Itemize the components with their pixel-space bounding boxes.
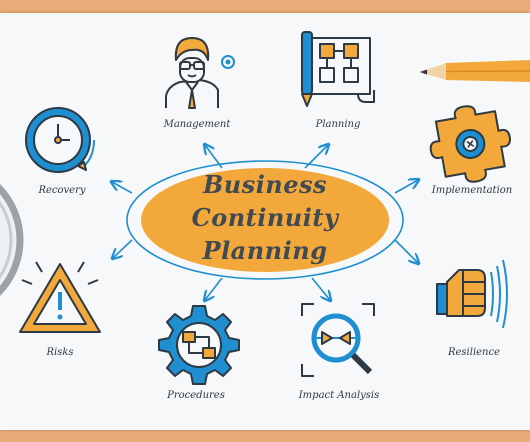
label-recovery: Recovery — [38, 185, 86, 196]
flowchart-icon — [301, 31, 375, 107]
label-implementation: Implementation — [431, 185, 513, 196]
fist-icon — [436, 259, 508, 329]
label-procedures: Procedures — [167, 390, 225, 401]
arrow-recovery — [112, 182, 133, 194]
title-line-2: Continuity — [191, 203, 339, 232]
clock-recovery-icon — [25, 107, 95, 173]
title-line-1: Business — [202, 170, 328, 199]
magnifier-icon — [301, 303, 375, 377]
arrow-implementation — [394, 180, 418, 194]
arrow-impact — [311, 277, 330, 300]
label-impact-analysis: Impact Analysis — [298, 390, 380, 401]
arrow-procedures — [205, 277, 223, 300]
title-line-3: Planning — [202, 236, 328, 265]
label-management: Management — [163, 119, 231, 130]
label-risks: Risks — [46, 347, 74, 358]
manager-icon — [165, 37, 235, 109]
arrow-risks — [113, 239, 133, 258]
arrow-resilience — [394, 239, 418, 263]
warning-icon — [19, 261, 101, 333]
label-planning: Planning — [315, 119, 361, 130]
puzzle-gear-icon — [429, 105, 511, 183]
label-resilience: Resilience — [447, 347, 501, 358]
gear-procedures-icon — [158, 305, 240, 385]
